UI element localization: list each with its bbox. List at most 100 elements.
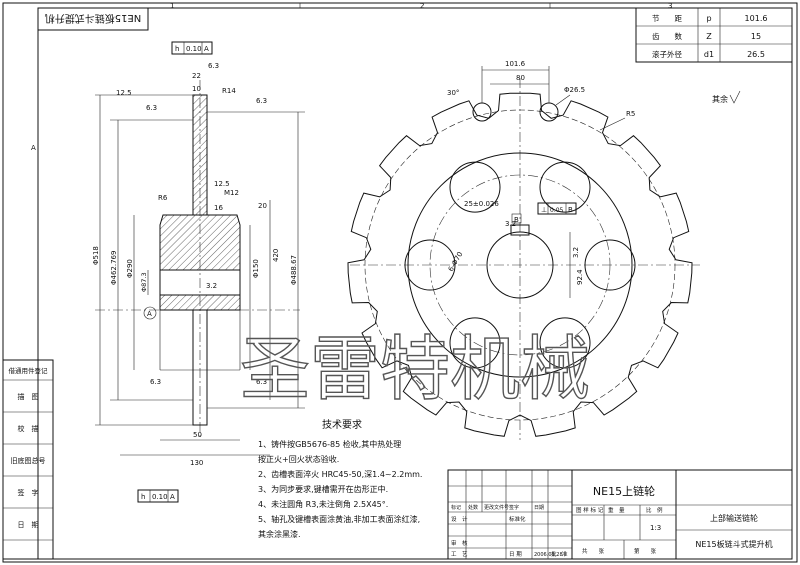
parameter-table: 节 距 p 101.6 齿 数 Z 15 滚子外径 d1 26.5 xyxy=(635,7,793,63)
dim-holes: 6-Φ70 xyxy=(447,250,465,273)
tol-top-val: 0.10 xyxy=(186,45,202,53)
dim-16: 16 xyxy=(214,204,223,212)
param-sym-1: p xyxy=(706,14,711,23)
left-col-1: 借通用件登记 xyxy=(9,366,49,375)
param-val-2: 15 xyxy=(751,32,761,41)
datum-a: A xyxy=(147,310,152,318)
tb-approve: 批 准 xyxy=(551,550,568,558)
frame-mark-1: 1 xyxy=(170,2,174,10)
param-val-1: 101.6 xyxy=(745,14,768,23)
tol-top-datum: A xyxy=(204,45,209,53)
lightening-hole xyxy=(584,239,636,291)
tb-weight: 重 量 xyxy=(608,506,625,514)
param-sym-2: Z xyxy=(706,32,712,41)
rough-c: 12.5 xyxy=(214,180,230,188)
tb-process: 工 艺 xyxy=(451,551,468,558)
left-column: 借通用件登记 描 图 校 描 旧底图总号 签 字 日 期 xyxy=(2,359,54,560)
param-sym-3: d1 xyxy=(704,50,714,59)
dim-20: 20 xyxy=(258,202,267,210)
key-tol-sym: ⊥ xyxy=(541,206,547,214)
roughness-note: 其余 xyxy=(712,94,728,104)
dim-420: 420 xyxy=(272,249,280,262)
tb-stage: 图 样 标 记 xyxy=(576,506,604,514)
key-tol-val: 0.05 xyxy=(550,207,564,214)
tech-line-2: 按正火+回火状态验收. xyxy=(258,454,339,464)
tech-line-3: 2、齿槽表面淬火 HRC45-50,深1.4~2.2mm. xyxy=(258,469,422,479)
tol-box-top xyxy=(171,41,213,55)
part-name: NE15上链轮 xyxy=(593,484,655,498)
hub-upper xyxy=(159,214,241,271)
tb-scale-label: 比 例 xyxy=(646,506,663,514)
tol-bottom-datum: A xyxy=(170,493,175,501)
lightening-hole xyxy=(539,161,591,213)
dim-pitch: 101.6 xyxy=(505,60,526,68)
rotated-title-box xyxy=(37,7,149,31)
keyway xyxy=(510,224,530,236)
tech-line-1: 1、铸件按GB5676-85 检收,其中热处理 xyxy=(258,439,401,449)
tech-line-5: 4、未注圆角 R3,未注倒角 2.5X45°. xyxy=(258,499,388,509)
rough-b: 6.3 xyxy=(256,97,267,105)
tb-scale: 1:3 xyxy=(650,524,661,532)
section-view: Φ518 Φ462.769 Φ290 Φ87.3 Φ150 420 Φ488.6… xyxy=(92,41,305,503)
tb-design: 设 计 xyxy=(451,515,468,523)
dim-chord: 80 xyxy=(516,74,525,82)
tb-sheet: 第 张 xyxy=(634,547,657,555)
dim-hub-dia: Φ290 xyxy=(126,259,134,278)
dim-bore-dia: Φ87.3 xyxy=(140,272,148,292)
dim-50: 50 xyxy=(193,431,202,439)
watermark: 圣雷特机械 xyxy=(240,328,590,410)
tb-sheets: 共 张 xyxy=(582,547,605,555)
sprocket-outline xyxy=(347,92,693,437)
plate-lower xyxy=(192,309,208,426)
dim-roller: Φ26.5 xyxy=(564,86,585,94)
tol-bottom-sym: h xyxy=(141,493,145,501)
frame-mark-2: 2 xyxy=(420,2,424,10)
lightening-hole xyxy=(539,317,591,369)
dim-angle: 30° xyxy=(447,89,459,97)
param-name-3: 滚子外径 xyxy=(652,49,682,59)
bore-circle xyxy=(486,231,554,299)
left-col-5: 签 字 xyxy=(18,488,39,497)
datum-b-box xyxy=(511,213,522,224)
param-name-2: 齿 数 xyxy=(652,31,682,41)
dim-hole-pos: 25±0.026 xyxy=(464,200,499,208)
rotated-title: NE15板链斗式提升机 xyxy=(45,12,142,25)
roughness-symbol-icon xyxy=(729,90,741,104)
dim-150: Φ150 xyxy=(252,259,260,278)
row-label-5: 日期 xyxy=(534,505,544,511)
dim-r14: R14 xyxy=(222,87,236,95)
rough-key: 3.2 xyxy=(505,220,516,228)
left-col-4: 旧底图总号 xyxy=(11,456,46,465)
dim-m12: M12 xyxy=(224,189,239,197)
tech-line-4: 3、为同步要求,键槽需开在齿形正中. xyxy=(258,484,388,494)
tb-date: 2006.05.28 xyxy=(534,552,563,558)
left-col-3: 校 描 xyxy=(18,424,39,433)
rough-left: 12.5 xyxy=(116,89,132,97)
dim-r5: R5 xyxy=(626,110,635,118)
product-name: NE15板链斗式提升机 xyxy=(695,539,772,549)
frame-mark-3: 3 xyxy=(668,2,672,10)
rough-top: 6.3 xyxy=(208,62,219,70)
tb-standardize: 标准化 xyxy=(509,515,526,523)
key-tol-box xyxy=(537,202,577,215)
dim-3-2: 3.2 xyxy=(206,282,217,290)
dim-root-dia: Φ462.769 xyxy=(110,251,118,285)
dim-130: 130 xyxy=(190,459,203,467)
dim-key-depth: 92.4 xyxy=(576,269,584,285)
row-label-3: 更改文件号 xyxy=(484,504,509,511)
row-label-1: 标记 xyxy=(451,504,461,511)
tb-review: 审 核 xyxy=(451,539,468,547)
lightening-hole xyxy=(404,239,456,291)
frame-mark-a: A xyxy=(31,144,36,152)
roller-left xyxy=(472,102,492,122)
rough-a: 6.3 xyxy=(146,104,157,112)
tech-line-7: 其余涂黑漆. xyxy=(258,529,301,539)
row-label-4: 签字 xyxy=(509,504,519,511)
tol-top-sym: h xyxy=(175,45,179,53)
tech-line-6: 5、轴孔及键槽表面涂黄油,非加工表面涂红漆, xyxy=(258,514,420,524)
hole-pitch-circle xyxy=(429,174,611,356)
technical-requirements: 技术要求 1、铸件按GB5676-85 检收,其中热处理 按正火+回火状态验收.… xyxy=(258,418,422,539)
title-block: NE15上链轮 上部输送链轮 NE15板链斗式提升机 标记 处数 更改文件号 签… xyxy=(447,469,793,560)
